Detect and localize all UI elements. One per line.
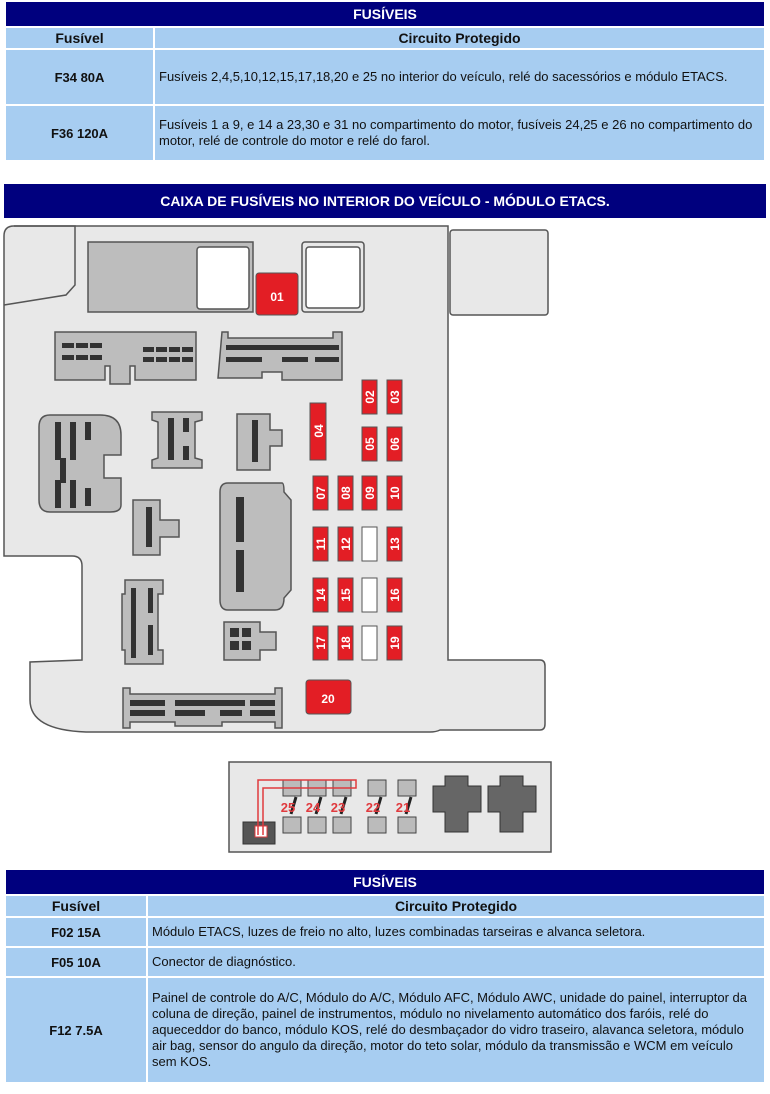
fuse-15[interactable]: 15: [337, 577, 354, 613]
fuse-01[interactable]: 01: [255, 272, 299, 316]
column-header-fuse: Fusível: [4, 894, 148, 918]
svg-text:18: 18: [339, 636, 353, 650]
circuit-text: Fusíveis 1 a 9, e 14 a 23,30 e 31 no com…: [153, 104, 766, 162]
fuse-21[interactable]: 21: [396, 779, 417, 834]
svg-text:12: 12: [339, 537, 353, 551]
svg-text:16: 16: [388, 588, 402, 602]
empty-fuse-slot: [361, 526, 378, 562]
fuse-16[interactable]: 16: [386, 577, 403, 613]
circuit-text: Painel de controle do A/C, Módulo do A/C…: [146, 976, 766, 1084]
column-header-circuit: Circuito Protegido: [146, 894, 766, 918]
diagram-title: CAIXA DE FUSÍVEIS NO INTERIOR DO VEÍCULO…: [4, 184, 766, 218]
connector: [217, 331, 343, 381]
table-title: FUSÍVEIS: [4, 0, 766, 28]
connector: [132, 499, 180, 556]
fuse-22[interactable]: 22: [366, 779, 387, 834]
fuse-20[interactable]: 20: [305, 679, 352, 715]
fuses: 01 20 04 02 03 05 06 07 08 09 10 11 12 13 14 15 16 17 1…: [255, 272, 403, 715]
fuse-05[interactable]: 05: [361, 426, 378, 462]
fuse-id: F05 10A: [4, 946, 148, 978]
fuse-10[interactable]: 10: [386, 475, 403, 511]
fuse-17[interactable]: 17: [312, 625, 329, 661]
svg-text:24: 24: [306, 800, 321, 815]
fuse-box-diagram: 01 20 04 02 03 05 06 07 08 09 10 11 12 13 14 15 16 17 1…: [3, 225, 552, 853]
fuse-id: F02 15A: [4, 916, 148, 948]
svg-text:01: 01: [270, 290, 284, 304]
relay-terminal: [432, 775, 482, 833]
connector: [122, 687, 283, 729]
svg-text:04: 04: [312, 424, 326, 438]
connector: [219, 482, 292, 611]
fuse-11[interactable]: 11: [312, 526, 329, 562]
fuse-07[interactable]: 07: [312, 475, 329, 511]
fuse-09[interactable]: 09: [361, 475, 378, 511]
table-title: FUSÍVEIS: [4, 868, 766, 896]
empty-fuse-slot: [361, 625, 378, 661]
fuse-24[interactable]: 24: [306, 779, 327, 834]
fuse-02[interactable]: 02: [361, 379, 378, 415]
empty-fuse-slot: [361, 577, 378, 613]
fuse-12[interactable]: 12: [337, 526, 354, 562]
fuse-id: F36 120A: [4, 104, 155, 162]
circuit-text: Fusíveis 2,4,5,10,12,15,17,18,20 e 25 no…: [153, 48, 766, 106]
svg-text:13: 13: [388, 537, 402, 551]
fuse-19[interactable]: 19: [386, 625, 403, 661]
svg-text:25: 25: [281, 800, 295, 815]
fuse-08[interactable]: 08: [337, 475, 354, 511]
fuse-23[interactable]: 23: [331, 779, 352, 834]
svg-text:11: 11: [314, 537, 328, 550]
svg-text:05: 05: [363, 437, 377, 451]
svg-text:21: 21: [396, 800, 410, 815]
fuse-id: F34 80A: [4, 48, 155, 106]
svg-text:17: 17: [314, 636, 328, 650]
side-block: [449, 229, 549, 316]
svg-text:08: 08: [339, 486, 353, 500]
fuse-04[interactable]: 04: [309, 402, 327, 461]
fuse-06[interactable]: 06: [386, 426, 403, 462]
fuse-id: F12 7.5A: [4, 976, 148, 1084]
column-header-fuse: Fusível: [4, 26, 155, 50]
circuit-text: Módulo ETACS, luzes de freio no alto, lu…: [146, 916, 766, 948]
relay-terminal: [487, 775, 537, 833]
relay-slot: [196, 246, 250, 310]
svg-text:20: 20: [321, 692, 335, 706]
svg-text:22: 22: [366, 800, 380, 815]
svg-text:02: 02: [363, 390, 377, 404]
column-header-circuit: Circuito Protegido: [153, 26, 766, 50]
connector: [151, 411, 203, 469]
svg-text:23: 23: [331, 800, 345, 815]
svg-text:19: 19: [388, 636, 402, 650]
fuse-13[interactable]: 13: [386, 526, 403, 562]
circuit-text: Conector de diagnóstico.: [146, 946, 766, 978]
relay-slot: [305, 246, 361, 309]
fuse-03[interactable]: 03: [386, 379, 403, 415]
svg-text:15: 15: [339, 588, 353, 602]
svg-text:03: 03: [388, 390, 402, 404]
svg-text:06: 06: [388, 437, 402, 451]
connector: [236, 413, 283, 471]
svg-text:10: 10: [388, 486, 402, 500]
svg-text:07: 07: [314, 486, 328, 500]
fuse-18[interactable]: 18: [337, 625, 354, 661]
connector: [121, 579, 164, 665]
svg-text:14: 14: [314, 588, 328, 602]
fuse-14[interactable]: 14: [312, 577, 329, 613]
svg-text:09: 09: [363, 486, 377, 500]
